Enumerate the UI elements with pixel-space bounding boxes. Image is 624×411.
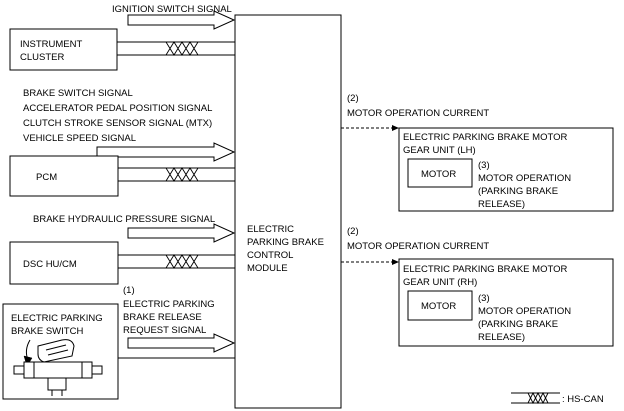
lh-unit-label-2: GEAR UNIT (LH) (403, 145, 476, 156)
lh-current-label: MOTOR OPERATION CURRENT (347, 108, 489, 119)
lh-operation-label-2: (PARKING BRAKE (478, 186, 558, 197)
control-module-box (234, 14, 342, 409)
release-request-label-2: BRAKE RELEASE (123, 312, 202, 323)
lh-current-number: (2) (347, 93, 359, 104)
rh-unit-label-2: GEAR UNIT (RH) (403, 277, 477, 288)
lh-operation-label-1: MOTOR OPERATION (478, 173, 571, 184)
rh-operation-label-2: (PARKING BRAKE (478, 319, 558, 330)
rh-motor-box (407, 290, 473, 321)
rh-current-label: MOTOR OPERATION CURRENT (347, 241, 489, 252)
ignition-signal-label: IGNITION SWITCH SIGNAL (112, 4, 232, 15)
instrument-cluster-label-1: INSTRUMENT (20, 39, 82, 50)
ignition-signal-arrow (127, 10, 236, 30)
hs-can-legend-symbol (511, 391, 560, 405)
control-module-label-3: CONTROL (247, 250, 293, 261)
rh-current-arrowhead (392, 259, 399, 265)
pcm-label: PCM (36, 172, 57, 183)
clutch-stroke-signal-label: CLUTCH STROKE SENSOR SIGNAL (MTX) (23, 118, 212, 129)
lh-unit-label-1: ELECTRIC PARKING BRAKE MOTOR (403, 132, 567, 143)
rh-operation-label-3: RELEASE) (478, 332, 525, 343)
lh-operation-label-3: RELEASE) (478, 199, 525, 210)
parking-brake-switch-illustration (13, 339, 103, 396)
vehicle-speed-signal-label: VEHICLE SPEED SIGNAL (23, 133, 136, 144)
rh-current-number: (2) (347, 226, 359, 237)
control-module-label-2: PARKING BRAKE (247, 237, 324, 248)
control-module-label-1: ELECTRIC (247, 224, 294, 235)
rh-motor-label: MOTOR (421, 301, 456, 312)
release-request-label-1: ELECTRIC PARKING (123, 299, 215, 310)
accelerator-signal-label: ACCELERATOR PEDAL POSITION SIGNAL (23, 103, 212, 114)
lh-current-arrowhead (392, 125, 399, 131)
release-request-label-3: REQUEST SIGNAL (123, 325, 206, 336)
hs-can-link-pcm (118, 167, 235, 182)
release-request-number: (1) (123, 285, 135, 296)
lh-motor-box (407, 158, 473, 188)
release-request-signal-arrow (127, 333, 236, 353)
rh-operation-number: (3) (478, 293, 490, 304)
instrument-cluster-label-2: CLUSTER (20, 52, 64, 63)
brake-switch-signal-label: BRAKE SWITCH SIGNAL (23, 88, 133, 99)
lh-motor-label: MOTOR (421, 169, 456, 180)
hs-can-link-instrument (117, 41, 235, 56)
rh-unit-label-1: ELECTRIC PARKING BRAKE MOTOR (403, 264, 567, 275)
hs-can-legend-label: : HS-CAN (562, 394, 604, 405)
hs-can-link-dsc (118, 254, 235, 269)
parking-brake-switch-label-2: BRAKE SWITCH (11, 326, 83, 337)
dsc-hu-cm-box (9, 241, 119, 285)
pcm-box (9, 155, 119, 197)
instrument-cluster-box (9, 28, 118, 71)
brake-hydraulic-signal-arrow (127, 223, 236, 243)
rh-operation-label-1: MOTOR OPERATION (478, 306, 571, 317)
parking-brake-switch-label-1: ELECTRIC PARKING (11, 313, 103, 324)
lh-operation-number: (3) (478, 160, 490, 171)
control-module-label-4: MODULE (247, 263, 288, 274)
brake-hydraulic-signal-label: BRAKE HYDRAULIC PRESSURE SIGNAL (33, 214, 215, 225)
dsc-hu-cm-label: DSC HU/CM (23, 259, 77, 270)
